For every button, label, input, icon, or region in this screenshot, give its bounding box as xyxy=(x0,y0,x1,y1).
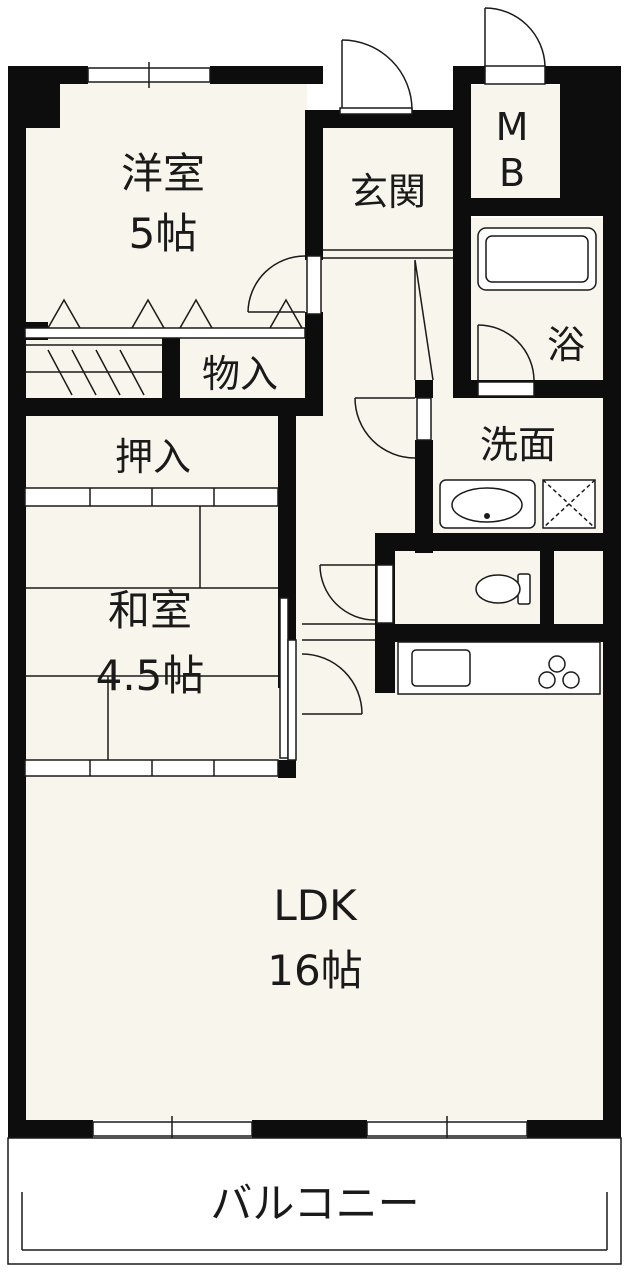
stove-burner-icon xyxy=(562,671,580,689)
wall-japanese-right-low xyxy=(278,760,296,778)
japanese-sliding-door xyxy=(279,597,297,761)
western-room-size: 5帖 xyxy=(129,209,198,258)
closet-details xyxy=(24,298,306,777)
wall-washroom-bottom xyxy=(375,533,621,551)
western-closet-rail xyxy=(24,327,306,339)
washroom-door xyxy=(354,397,432,459)
balcony-frame xyxy=(7,1137,622,1265)
labels: 洋室 5帖 玄関 M B 浴 物入 洗面 押入 和室 4.5帖 LDK 16帖 … xyxy=(96,105,585,1228)
tatami-lines xyxy=(25,506,278,760)
doors xyxy=(247,7,546,761)
ldk-name: LDK xyxy=(273,881,358,930)
wall-bath-left xyxy=(453,216,471,396)
toilet-door xyxy=(319,564,394,624)
mb-floor xyxy=(470,85,560,200)
western-door xyxy=(247,255,322,315)
mb-label-bottom: B xyxy=(499,151,525,195)
entrance-floor xyxy=(323,128,455,248)
balcony xyxy=(7,1137,622,1265)
ldk-floor xyxy=(25,640,603,1120)
entrance-door xyxy=(339,39,413,115)
stove-burner-icon xyxy=(548,655,566,673)
wall-storage-right xyxy=(305,312,323,416)
bath-label: 浴 xyxy=(547,323,585,367)
washbasin-icon xyxy=(439,479,536,529)
japanese-room-size: 4.5帖 xyxy=(96,651,205,700)
entrance-label: 玄関 xyxy=(350,170,426,214)
wall-entrance-left xyxy=(305,110,323,260)
wall-storage-bottom xyxy=(8,398,323,416)
wall-left xyxy=(8,66,26,1138)
wall-toilet-bottom xyxy=(375,624,621,642)
ldk-size: 16帖 xyxy=(267,946,362,995)
bathtub-icon xyxy=(477,227,597,291)
wall-toilet-right xyxy=(540,551,554,624)
wall-storage-divider xyxy=(162,330,180,400)
wall-washroom-left xyxy=(415,380,433,398)
hall-diagonal xyxy=(414,259,434,381)
bathtub-inner xyxy=(485,235,589,283)
wall-bottom-mid xyxy=(252,1120,367,1138)
washroom-label: 洗面 xyxy=(480,423,556,467)
corner-ne xyxy=(560,66,621,216)
wall-right xyxy=(603,66,621,1138)
mb-label-top: M xyxy=(496,105,529,149)
storage-label: 物入 xyxy=(202,352,278,396)
wall-top-mid xyxy=(210,66,323,84)
balcony-label: バルコニー xyxy=(210,1179,419,1228)
wall-mb-left xyxy=(453,66,471,216)
stove-burner-icon xyxy=(538,671,556,689)
japanese-room-name: 和室 xyxy=(108,586,192,635)
mb-door xyxy=(484,7,546,85)
wall-washroom-left-low xyxy=(415,440,433,553)
closet-label: 押入 xyxy=(115,435,191,479)
ldk-door xyxy=(301,623,375,715)
bath-door xyxy=(477,324,535,397)
sink-icon xyxy=(411,649,471,687)
corner-nw xyxy=(8,66,60,128)
western-room-floor xyxy=(25,83,307,328)
wall-mb-bottom xyxy=(453,198,621,216)
kitchen-counter xyxy=(397,641,601,695)
western-room-name: 洋室 xyxy=(121,149,205,198)
toilet-icon xyxy=(475,573,531,605)
